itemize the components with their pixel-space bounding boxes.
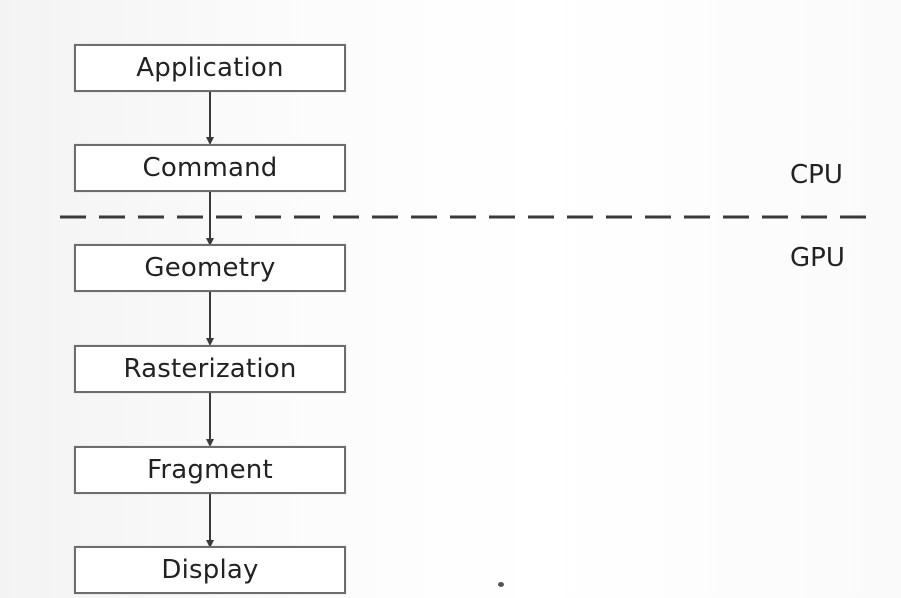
stage-command-box: Command [74,144,346,192]
stage-fragment-box: Fragment [74,446,346,494]
stage-rasterization-box: Rasterization [74,345,346,393]
stage-geometry-box: Geometry [74,244,346,292]
stage-command-label: Command [142,153,278,183]
cpu-label: CPU [790,160,843,190]
stage-display-box: Display [74,546,346,594]
stage-display-label: Display [161,555,259,585]
gpu-label: GPU [790,243,845,273]
stage-application-label: Application [136,53,284,83]
stray-dot-mark [498,582,504,587]
stage-fragment-label: Fragment [147,455,273,485]
stage-geometry-label: Geometry [144,253,276,283]
stage-rasterization-label: Rasterization [123,354,297,384]
stage-application-box: Application [74,44,346,92]
